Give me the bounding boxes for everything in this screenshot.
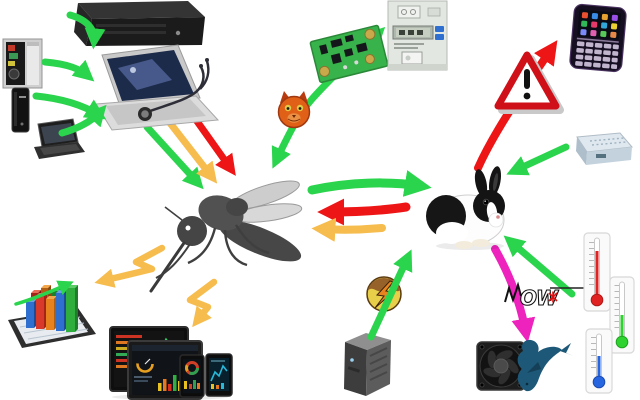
arrow-nas-to-laptop [66, 11, 106, 50]
stethoscope-icon [138, 58, 210, 121]
lightning-bolt-icon [374, 280, 395, 309]
edges-under-layer [94, 26, 576, 343]
sensor-pcb-icon [309, 24, 389, 84]
arrow-minilaptop-to-laptop [58, 104, 107, 137]
rabbit-icon [426, 166, 505, 250]
thermometer-blue-icon [585, 328, 613, 394]
arrow-tower-to-laptop [41, 58, 95, 82]
ow-logo-star [548, 291, 558, 303]
arrow-thermometers-to-rabbit [503, 235, 576, 298]
dolphin-icon [517, 339, 574, 392]
arrow-mosquito-to-rabbit [307, 170, 432, 197]
arrow-mosquito-to-dashboards [186, 278, 218, 328]
arrow-rabbit-to-mosquito-orange [311, 217, 386, 242]
network-box-icon [576, 132, 633, 165]
arrow-rabbit-to-mosquito-red [317, 198, 411, 226]
edges-over-layer [32, 11, 413, 341]
phone2-content [209, 358, 229, 391]
pc-tower-icon [2, 38, 43, 89]
arrow-slimpc-to-laptop [32, 92, 107, 120]
phone-app-icons [580, 12, 618, 38]
warning-exclamation [524, 69, 530, 89]
thermometer-red-icon [583, 232, 611, 312]
thermometer-green-icon [609, 276, 635, 354]
case-fan-icon [476, 341, 526, 391]
arrow-laptop-to-mosquito-green [143, 123, 204, 190]
arrow-mosquito-to-chart [94, 244, 166, 288]
bar-chart-3d-icon [8, 280, 96, 348]
warning-sign-icon [494, 51, 564, 114]
smartphone-icon [569, 3, 627, 73]
arrow-ups-to-rabbit [367, 249, 413, 341]
ups-unit-icon [344, 333, 391, 396]
chart-trend-arrow [14, 280, 74, 306]
phone-keyboard [575, 41, 619, 70]
cat-face-icon [277, 91, 311, 129]
slim-pc-icon [11, 87, 30, 133]
arrow-laptop-to-mosquito-orange [166, 119, 218, 184]
electricity-meter-icon [387, 0, 448, 71]
mini-laptop-icon [34, 118, 85, 159]
mosquito-icon [149, 180, 303, 293]
diagnostic-laptop-icon [95, 44, 220, 131]
phone1-content [183, 359, 201, 393]
arrow-rabbit-to-dolphin [491, 245, 536, 343]
arrow-laptop-to-mosquito-red [190, 113, 236, 176]
arrow-networkbox-to-rabbit [506, 143, 570, 176]
dashboard-screens-icon [109, 326, 233, 400]
